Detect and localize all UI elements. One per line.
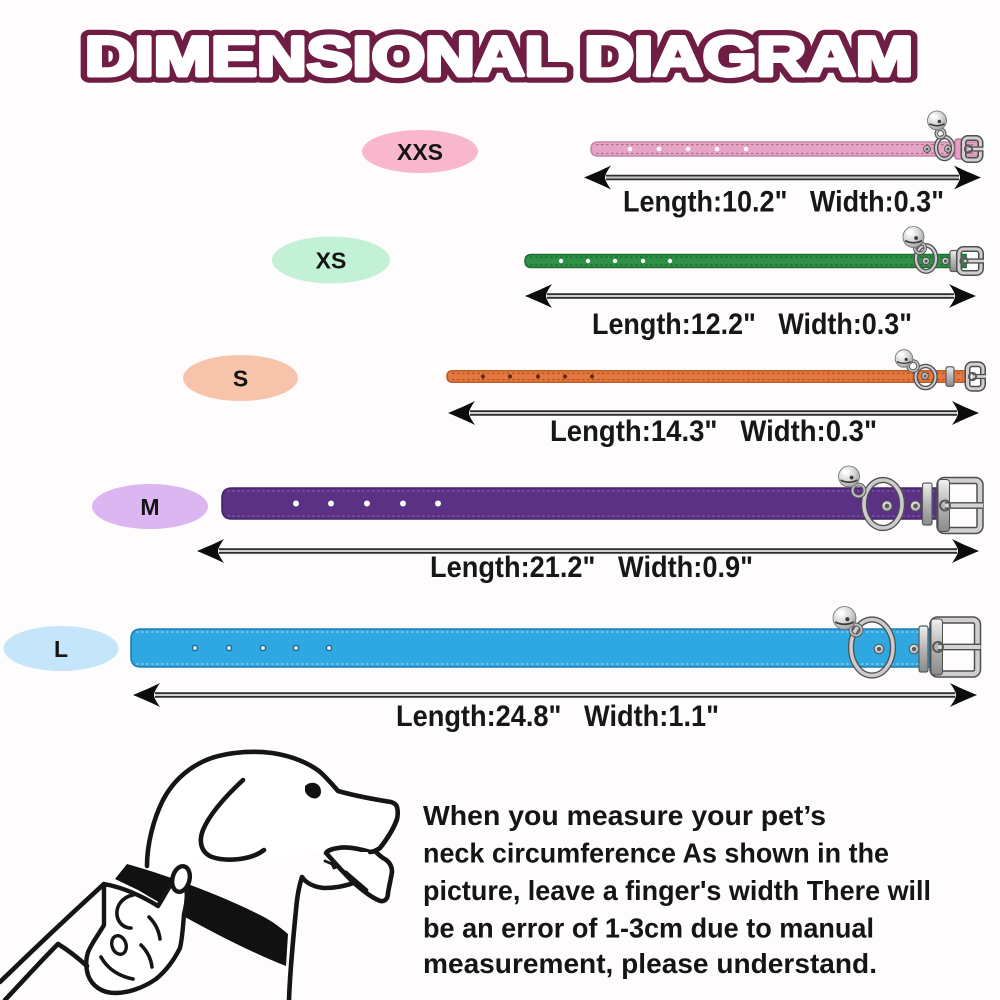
svg-text:measurement, please understand: measurement, please understand. — [423, 948, 877, 979]
svg-text:DIMENSIONAL DIAGRAM: DIMENSIONAL DIAGRAM — [85, 25, 913, 88]
svg-text:neck circumference As shown in: neck circumference As shown in the — [423, 838, 889, 869]
svg-text:XXS: XXS — [397, 139, 443, 165]
svg-text:Length:14.3" Width:0.3": Length:14.3" Width:0.3" — [550, 415, 877, 448]
svg-text:When you measure your pet’s: When you measure your pet’s — [423, 800, 826, 831]
svg-text:Length:10.2" Width:0.3": Length:10.2" Width:0.3" — [623, 186, 944, 219]
svg-text:Length:24.8" Width:1.1": Length:24.8" Width:1.1" — [396, 700, 719, 733]
svg-text:Length:21.2" Width:0.9": Length:21.2" Width:0.9" — [430, 551, 753, 584]
svg-text:S: S — [233, 365, 248, 391]
svg-text:L: L — [54, 636, 68, 662]
svg-text:be an error of 1-3cm due to ma: be an error of 1-3cm due to manual — [423, 913, 874, 944]
svg-text:Length:12.2" Width:0.3": Length:12.2" Width:0.3" — [592, 308, 912, 341]
svg-text:DIMENSIONAL DIAGRAM: DIMENSIONAL DIAGRAM — [85, 25, 913, 88]
svg-text:M: M — [140, 494, 159, 520]
svg-text:XS: XS — [316, 247, 347, 273]
svg-text:picture, leave a finger's widt: picture, leave a finger's width There wi… — [423, 875, 931, 906]
